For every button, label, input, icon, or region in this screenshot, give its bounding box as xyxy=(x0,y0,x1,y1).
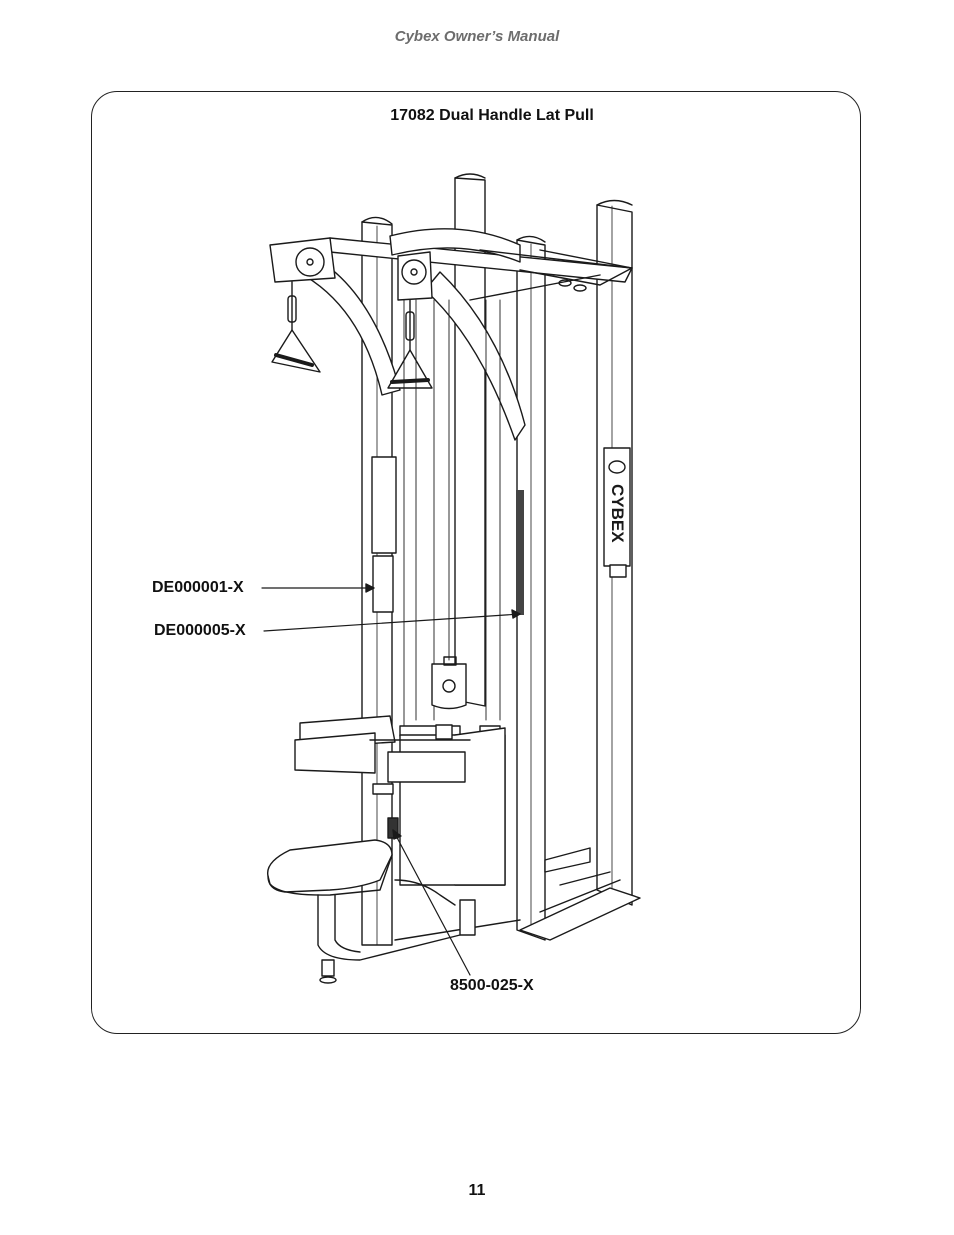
figure-frame xyxy=(91,91,861,1034)
callout-leaders xyxy=(261,583,521,976)
base-frame xyxy=(394,847,641,941)
page-number: 11 xyxy=(468,1182,486,1199)
cybex-brand-text: CYBEX xyxy=(608,484,627,543)
running-header: Cybex Owner’s Manual xyxy=(394,28,560,45)
figure-title: 17082 Dual Handle Lat Pull xyxy=(390,107,594,124)
top-pulley-block xyxy=(431,656,467,710)
cables-and-guide-rods xyxy=(403,299,501,871)
seat-assembly xyxy=(266,839,461,984)
decals xyxy=(371,447,631,615)
right-pulley-and-handle xyxy=(387,251,433,389)
cybex-logo: CYBEX xyxy=(608,460,627,543)
left-pulley-and-handle xyxy=(269,237,336,373)
weight-stack xyxy=(399,725,506,886)
selector-pin xyxy=(372,783,399,839)
callout-label-de000005: DE000005-X xyxy=(154,622,246,639)
callout-label-de000001: DE000001-X xyxy=(152,579,244,596)
thigh-pad-assembly xyxy=(294,715,471,783)
callout-label-8500-025: 8500-025-X xyxy=(450,977,534,994)
